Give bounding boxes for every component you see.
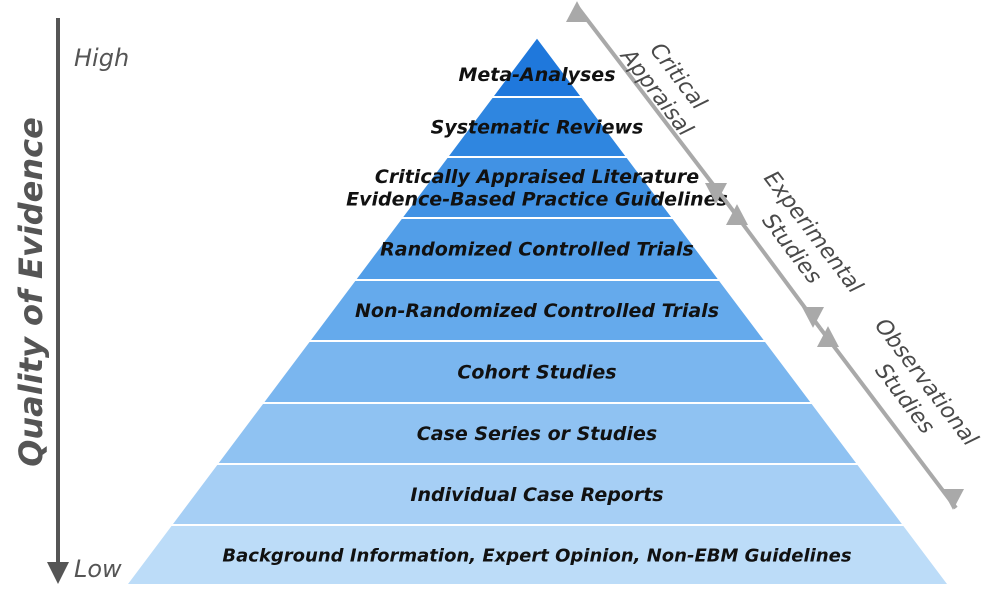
quality-axis-arrowhead [47,562,69,584]
experimental-studies-end-arrowhead [802,307,824,328]
pyramid-level-5-label: Non-Randomized Controlled Trials [355,300,719,322]
pyramid-level-4-label: Randomized Controlled Trials [380,239,694,261]
quality-axis: Quality of Evidence High Low [12,18,129,584]
quality-axis-title: Quality of Evidence [12,117,50,467]
pyramid-level-3-label: Evidence-Based Practice Guidelines [346,189,728,211]
critical-appraisal-start-arrowhead [566,1,588,22]
observational-studies-end-arrowhead [942,489,964,510]
pyramid-level-1-label: Meta-Analyses [458,64,615,86]
pyramid-level-8-label: Individual Case Reports [410,484,663,506]
experimental-studies-start-arrowhead [726,204,748,225]
quality-low-label: Low [74,555,122,583]
pyramid-level-3-label: Critically Appraised Literature [375,166,699,188]
pyramid-level-9 [124,524,952,586]
pyramid-level-7-label: Case Series or Studies [417,423,657,445]
observational-studies-start-arrowhead [817,326,839,347]
critical-appraisal-end-arrowhead [705,183,727,204]
pyramid-level-6-label: Cohort Studies [457,362,616,384]
pyramid-level-9-label: Background Information, Expert Opinion, … [222,545,851,566]
quality-high-label: High [74,44,129,72]
pyramid-level-2-label: Systematic Reviews [431,117,644,139]
observational-studies-bracket-line [818,326,958,510]
critical-appraisal-bracket-line [574,3,730,206]
